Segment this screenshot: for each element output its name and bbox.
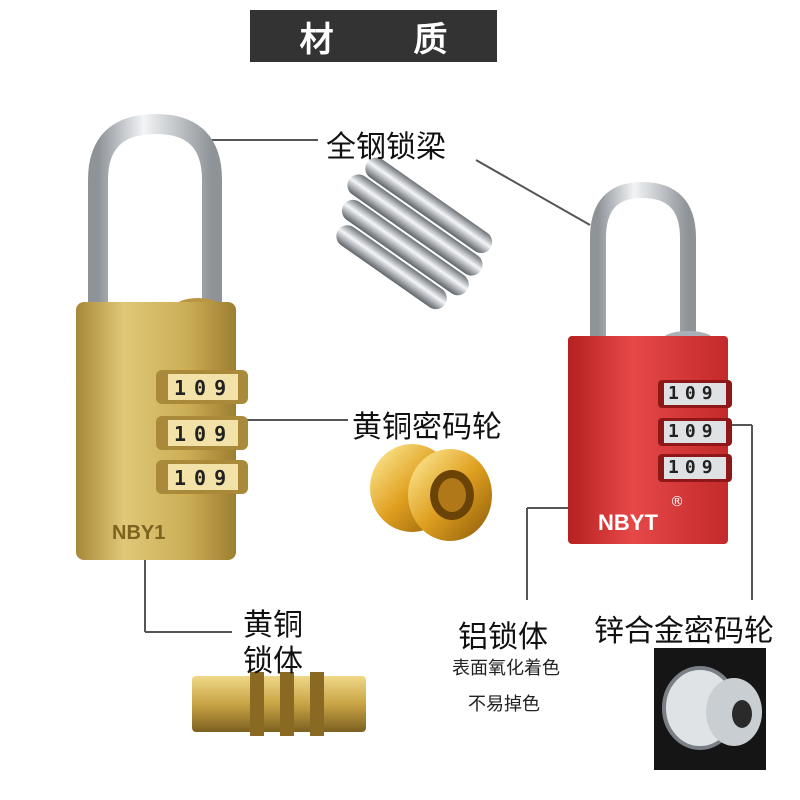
dial-digit: 9 [701, 457, 719, 478]
dial-digit: 9 [214, 466, 235, 490]
zinc-wheel-image [654, 648, 766, 770]
dial-digit: 1 [174, 466, 195, 490]
brass-lock-brand: NBY1 [112, 522, 166, 544]
steel-rods-image [336, 157, 493, 310]
dial-digit: 0 [684, 383, 702, 404]
dial-digit: 1 [668, 457, 685, 478]
dial-digit: 0 [194, 466, 215, 490]
label-brass-body-line2: 锁体 [243, 644, 303, 679]
dial-digit: 9 [701, 383, 719, 404]
brass-dial-row-3: 109 [174, 466, 234, 490]
dial-digit: 1 [174, 422, 195, 446]
label-aluminum-note-1: 表面氧化着色 [452, 658, 560, 679]
label-steel-shackle: 全钢锁梁 [326, 130, 446, 165]
red-lock [568, 181, 732, 544]
label-aluminum-note-2: 不易掉色 [468, 694, 540, 715]
leader-lines [144, 139, 753, 633]
dial-digit: 9 [701, 421, 719, 442]
label-brass-wheel: 黄铜密码轮 [352, 410, 502, 445]
label-brass-body-line1: 黄铜 [243, 608, 303, 643]
dial-digit: 1 [668, 383, 685, 404]
red-dial-row-1: 109 [668, 383, 719, 404]
dial-digit: 0 [684, 421, 702, 442]
dial-digit: 0 [194, 376, 215, 400]
section-title: 材 质 [250, 10, 497, 62]
dial-digit: 9 [214, 376, 235, 400]
brass-dial-row-1: 109 [174, 376, 234, 400]
label-aluminum-body: 铝锁体 [458, 620, 548, 655]
dial-digit: 0 [684, 457, 702, 478]
red-dial-row-3: 109 [668, 457, 719, 478]
registered-mark: ® [670, 494, 684, 510]
label-zinc-wheel: 锌合金密码轮 [594, 614, 774, 649]
dial-digit: 0 [194, 422, 215, 446]
dial-digit: 1 [174, 376, 195, 400]
dial-digit: 1 [668, 421, 685, 442]
brass-dial-row-2: 109 [174, 422, 234, 446]
red-dial-row-2: 109 [668, 421, 719, 442]
brass-wheel-image [370, 444, 492, 541]
brass-lock [76, 113, 248, 560]
brass-body-image [192, 672, 366, 736]
red-lock-brand: NBYT [598, 510, 658, 535]
dial-digit: 9 [214, 422, 235, 446]
